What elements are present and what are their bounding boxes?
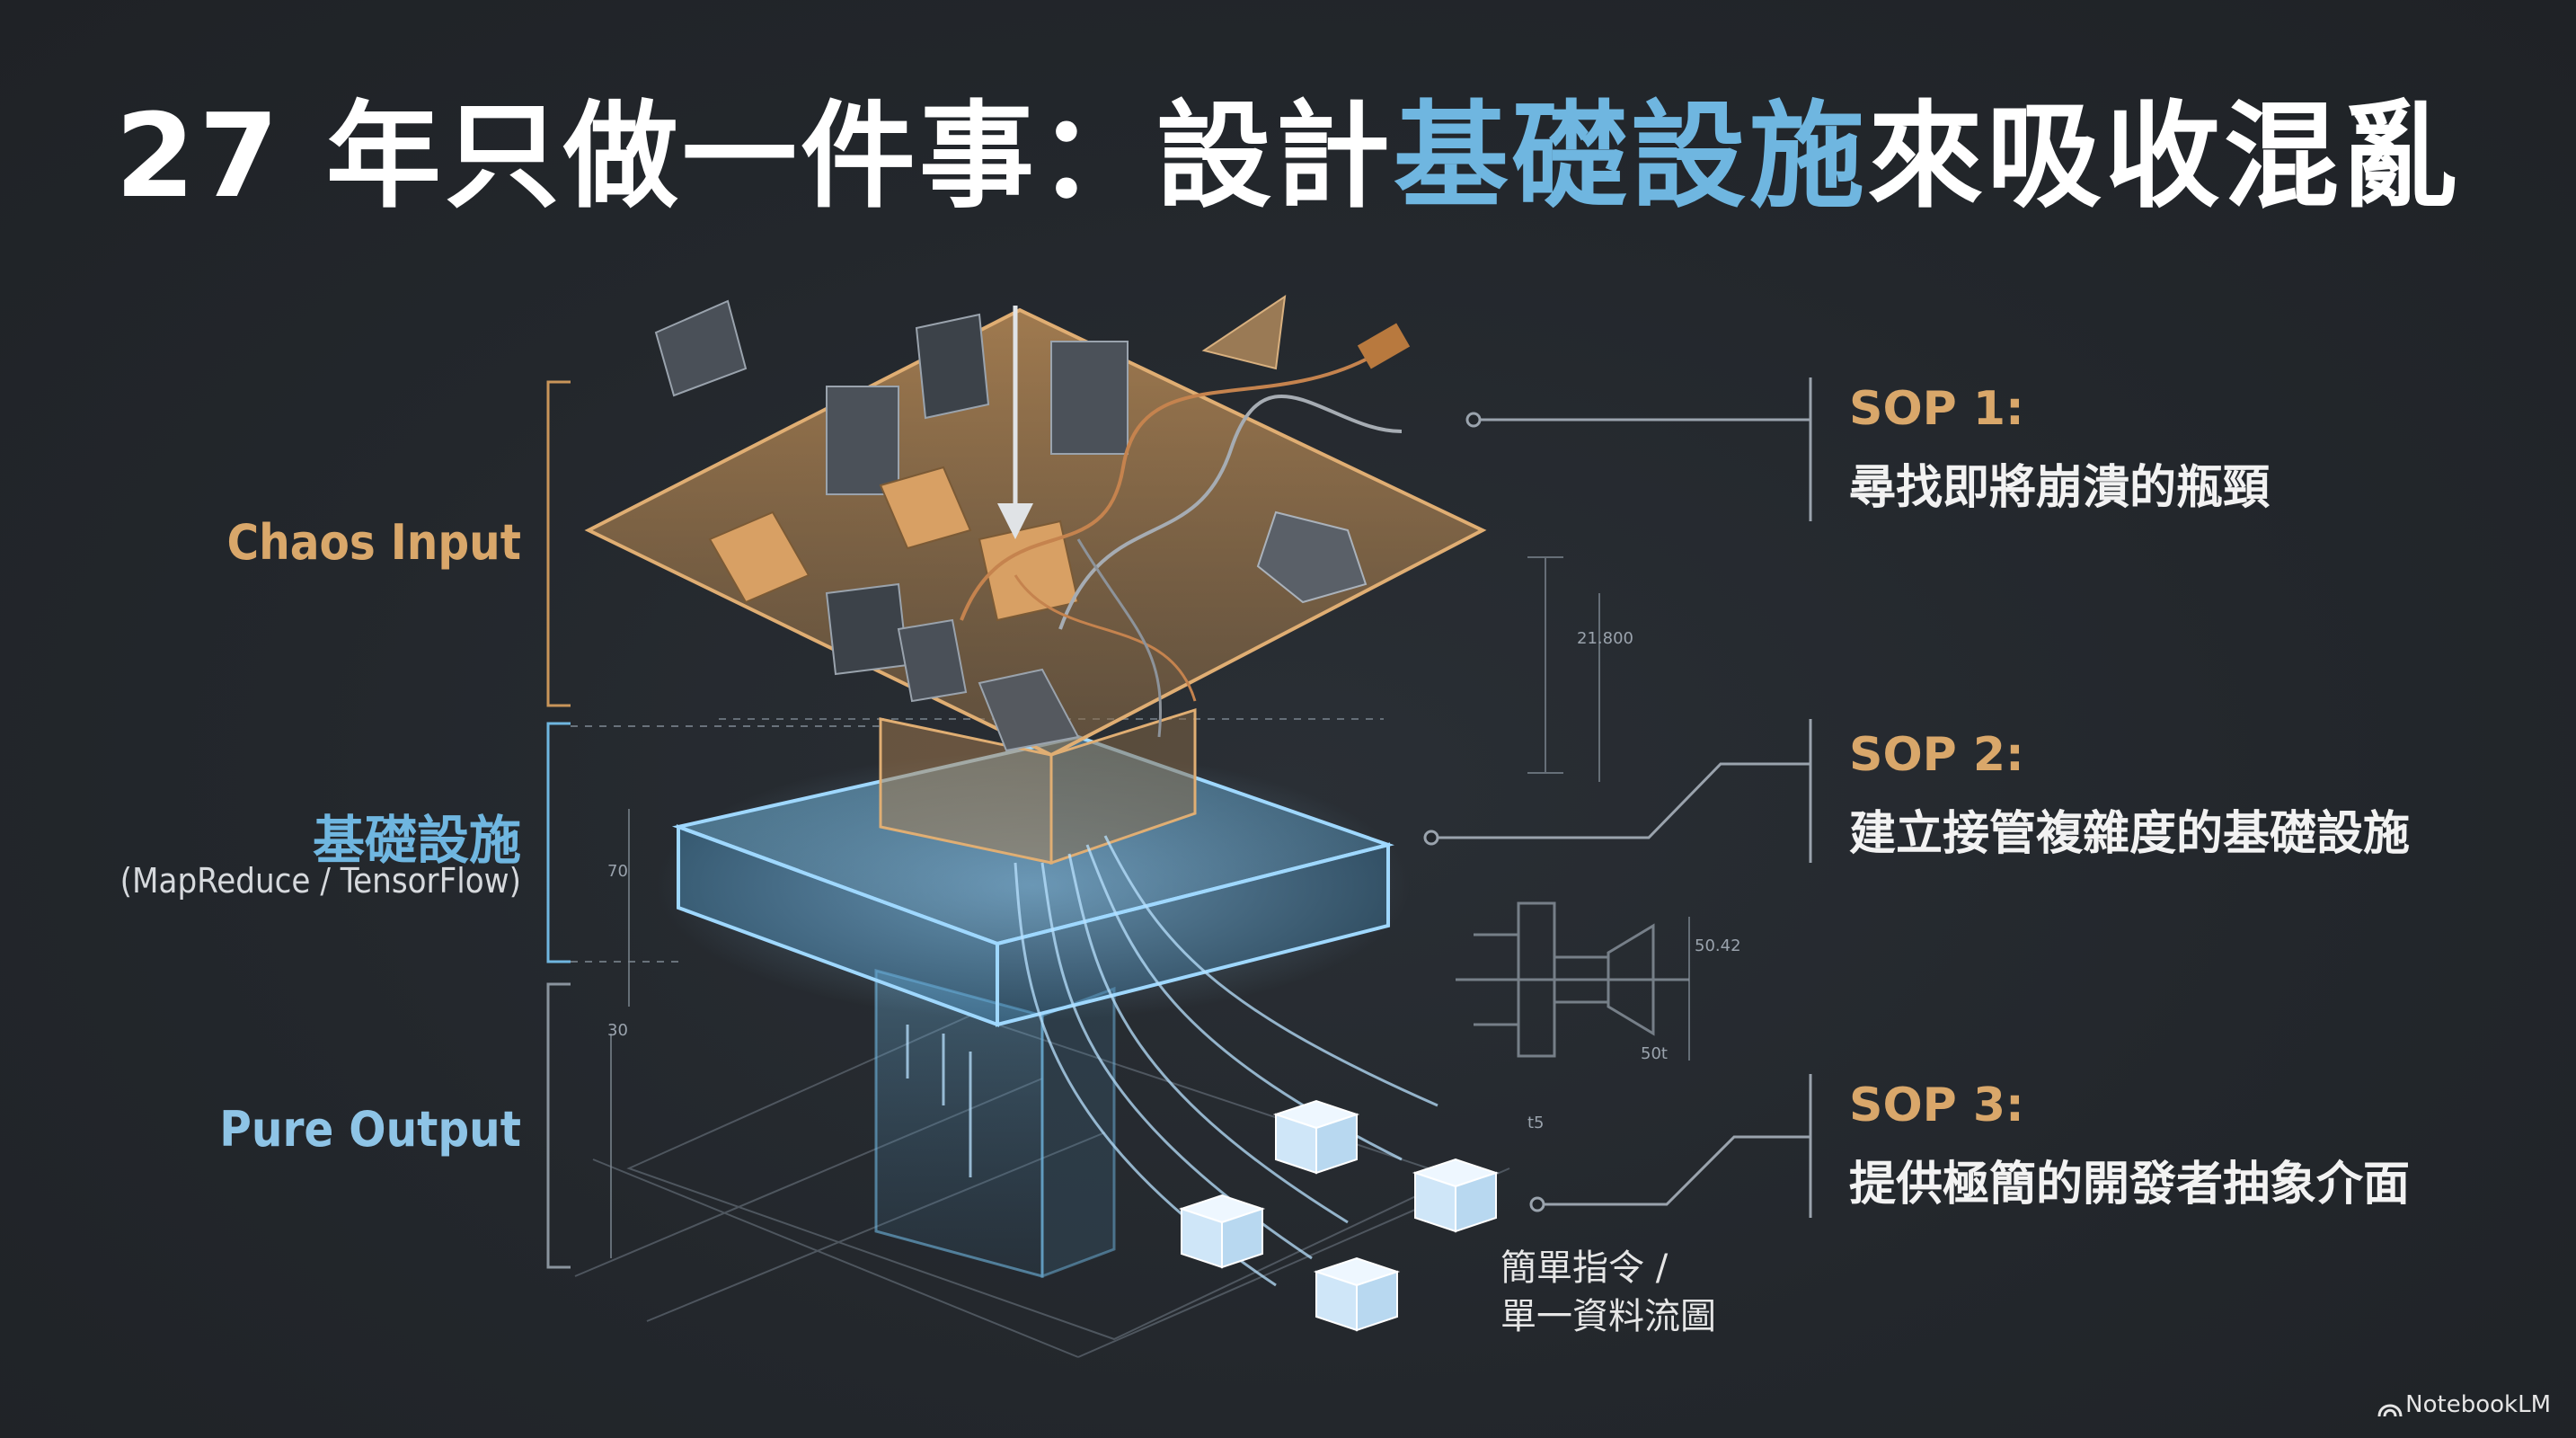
title-highlight: 基礎設施 [1393, 90, 1868, 224]
output-cube [1178, 1194, 1266, 1269]
sop-2-title: SOP 2: [1849, 728, 2024, 782]
sop-3-title: SOP 3: [1849, 1078, 2024, 1132]
cube-label-line-2: 單一資料流圖 [1500, 1296, 1716, 1337]
pure-output-label: Pure Output [219, 1101, 521, 1158]
mechanical-part-sketch [1456, 901, 1689, 1058]
output-cube [1272, 1099, 1360, 1175]
title-suffix: 來吸收混亂 [1867, 90, 2461, 224]
connector-lines [571, 725, 881, 963]
left-brackets [546, 380, 571, 1269]
output-cubes [1178, 1099, 1500, 1332]
dimension-label-6: t5 [1527, 1114, 1545, 1132]
output-pillar [874, 969, 1116, 1279]
dimension-label-3: 30 [607, 1021, 628, 1040]
sop-2-desc: 建立接管複雜度的基礎設施 [1849, 807, 2411, 861]
sop-3-desc: 提供極簡的開發者抽象介面 [1849, 1158, 2411, 1212]
dimension-label-1: 21.800 [1577, 629, 1633, 648]
dimension-label-4: 50.42 [1695, 936, 1741, 955]
sop-leader-lines [1423, 377, 1812, 1218]
page-title: 27 年只做一件事：設計基礎設施來吸收混亂 [0, 63, 2576, 229]
dimension-label-2: 70 [607, 862, 628, 881]
output-cube [1412, 1158, 1500, 1233]
infrastructure-sublabel: (MapReduce / TensorFlow) [120, 861, 521, 901]
dimension-label-5: 50t [1641, 1044, 1668, 1063]
infrastructure-label: 基礎設施 [312, 810, 521, 871]
title-prefix: 27 年只做一件事：設計 [115, 90, 1394, 224]
chaos-input-label: Chaos Input [226, 514, 521, 571]
chaos-objects [654, 294, 1411, 752]
sop-1-desc: 尋找即將崩潰的瓶頸 [1849, 461, 2271, 515]
sop-1-title: SOP 1: [1849, 382, 2024, 436]
brand-label: NotebookLM [2405, 1391, 2551, 1418]
cube-label-line-1: 簡單指令 / [1500, 1247, 1669, 1289]
notebooklm-icon [2377, 1404, 2403, 1417]
output-cube [1313, 1256, 1401, 1332]
